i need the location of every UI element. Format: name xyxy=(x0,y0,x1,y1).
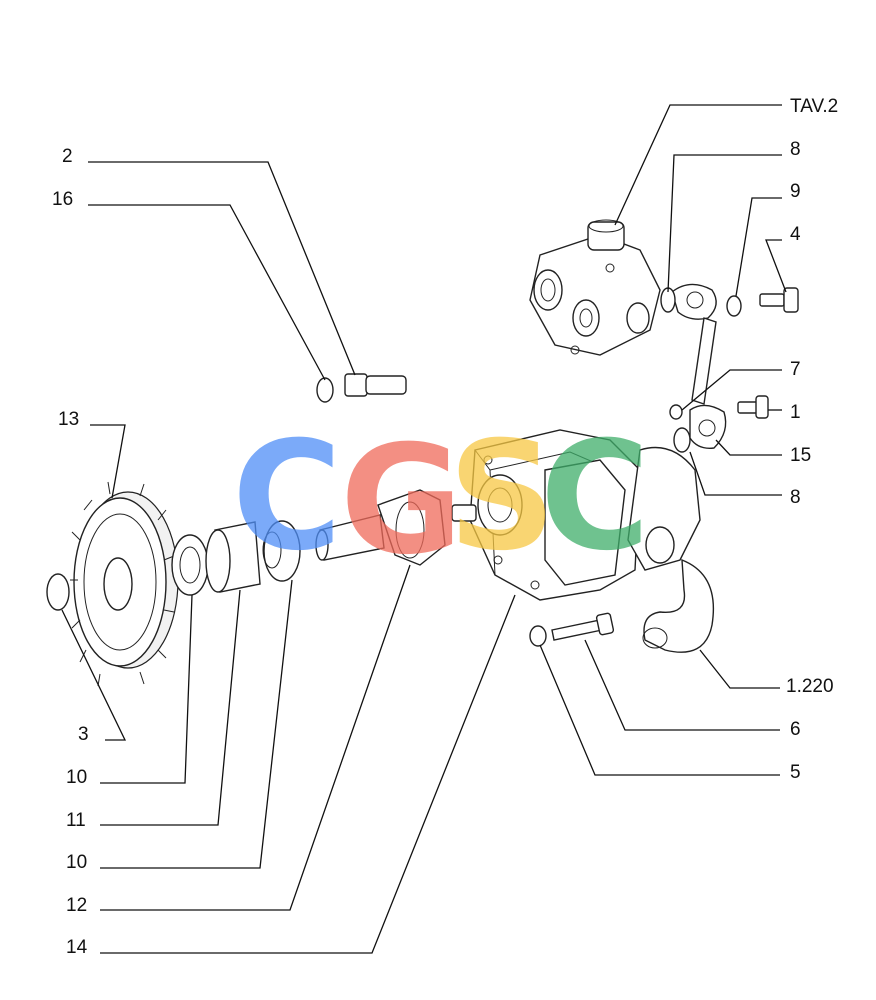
callout-10-upper: 10 xyxy=(66,767,87,788)
bearing-10-left-part xyxy=(171,534,209,596)
flange-elbow-part xyxy=(627,446,715,653)
callout-16: 16 xyxy=(52,189,73,210)
pump-body-part xyxy=(451,429,641,601)
watermark-letter-3: S xyxy=(448,410,556,584)
gear-13-part xyxy=(70,481,179,687)
callout-14: 14 xyxy=(66,937,88,958)
spacer-11-part xyxy=(205,521,261,593)
pipe-assembly-part xyxy=(671,283,727,449)
callout-labels: TAV.2 8 9 4 2 16 7 1 15 8 13 1.220 6 5 3… xyxy=(52,96,838,958)
o-ring-lower-part xyxy=(673,427,691,453)
callout-8-bottom: 8 xyxy=(790,487,801,508)
ring-7-part xyxy=(669,404,683,420)
callout-tav2: TAV.2 xyxy=(790,96,838,117)
callout-2: 2 xyxy=(62,146,73,167)
watermark-letter-2: G xyxy=(340,414,463,588)
callout-15: 15 xyxy=(790,445,811,466)
callout-6: 6 xyxy=(790,719,801,740)
shaft-12-part xyxy=(315,489,446,566)
watermark-letter-1: C xyxy=(232,410,342,584)
callout-12: 12 xyxy=(66,895,87,916)
snap-ring-3-part xyxy=(46,573,70,611)
washer-9-part xyxy=(726,295,742,317)
watermark-letter-4: C xyxy=(540,410,650,584)
callout-1: 1 xyxy=(790,402,801,423)
callout-13: 13 xyxy=(58,409,79,430)
screw-6-part xyxy=(551,612,615,641)
stud-2-part xyxy=(344,373,407,397)
callout-1-220: 1.220 xyxy=(786,676,834,697)
bearing-10-right-part xyxy=(262,520,301,582)
callout-8-top: 8 xyxy=(790,139,801,160)
valve-block-part xyxy=(529,219,661,356)
callout-9: 9 xyxy=(790,181,801,202)
bolt-1-part xyxy=(737,395,769,419)
callout-4: 4 xyxy=(790,224,801,245)
washer-5-part xyxy=(529,625,547,647)
bolt-4-part xyxy=(759,287,799,313)
callout-5: 5 xyxy=(790,762,801,783)
watermark: C G S C xyxy=(232,410,650,588)
callout-7: 7 xyxy=(790,359,801,380)
callout-11: 11 xyxy=(66,810,86,831)
callout-10-lower: 10 xyxy=(66,852,87,873)
leader-lines xyxy=(61,104,787,954)
washer-16-part xyxy=(316,377,334,403)
callout-3: 3 xyxy=(78,724,89,745)
